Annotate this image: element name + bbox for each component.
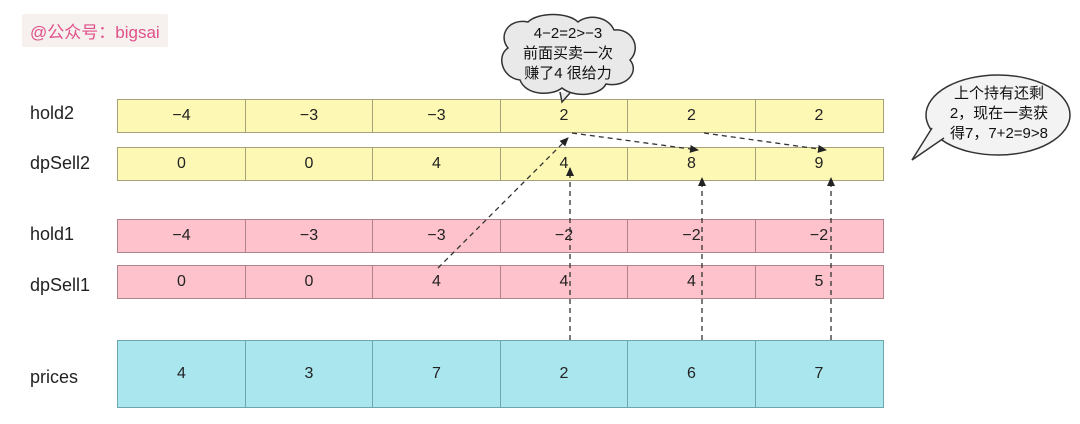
dpsell1-cell: 0 — [117, 265, 246, 299]
dpsell2-cell: 9 — [754, 147, 884, 181]
bubble-top-text: 4−2=2>−3 前面买卖一次 赚了4 很给力 — [508, 24, 628, 84]
row-label-dpsell2: dpSell2 — [30, 153, 91, 173]
prices-row: 4 3 7 2 6 7 — [117, 340, 884, 408]
bubble-right-line3: 得7，7+2=9>8 — [950, 125, 1048, 142]
dpsell2-row: 0 0 4 4 8 9 — [117, 147, 884, 181]
hold1-cell: −4 — [117, 219, 246, 253]
hold1-cell: −2 — [754, 219, 884, 253]
prices-cell: 2 — [499, 340, 629, 408]
watermark: @公众号：bigsai — [22, 14, 168, 47]
hold1-cell: −2 — [499, 219, 629, 253]
hold2-cell: −3 — [372, 99, 501, 133]
hold2-cell: 2 — [499, 99, 629, 133]
prices-cell: 7 — [754, 340, 884, 408]
dpsell2-cell: 8 — [627, 147, 756, 181]
row-label-hold2: hold2 — [30, 103, 75, 123]
prices-cell: 4 — [117, 340, 246, 408]
prices-cell: 6 — [627, 340, 756, 408]
dpsell2-cell: 4 — [372, 147, 501, 181]
bubble-right-text: 上个持有还剩 2，现在一卖获 得7，7+2=9>8 — [934, 84, 1064, 144]
row-label-hold1: hold1 — [30, 224, 75, 244]
dpsell1-cell: 4 — [627, 265, 756, 299]
hold1-row: −4 −3 −3 −2 −2 −2 — [117, 219, 884, 253]
bubble-right-line1: 上个持有还剩 — [953, 85, 1044, 102]
prices-cell: 7 — [372, 340, 501, 408]
dpsell1-cell: 0 — [244, 265, 374, 299]
dpsell2-cell: 0 — [117, 147, 246, 181]
row-label-prices: prices — [30, 367, 79, 387]
dpsell1-cell: 4 — [499, 265, 629, 299]
dpsell2-cell: 0 — [244, 147, 374, 181]
bubble-top-line1: 4−2=2>−3 — [533, 25, 603, 42]
hold1-cell: −3 — [372, 219, 501, 253]
dpsell1-cell: 4 — [372, 265, 501, 299]
hold2-cell: 2 — [627, 99, 756, 133]
bubble-top-line2: 前面买卖一次 — [522, 45, 613, 62]
prices-cell: 3 — [244, 340, 374, 408]
dpsell1-row: 0 0 4 4 4 5 — [117, 265, 884, 299]
hold2-row: −4 −3 −3 2 2 2 — [117, 99, 884, 133]
hold2-cell: −4 — [117, 99, 246, 133]
hold2-cell: −3 — [244, 99, 374, 133]
hold1-cell: −2 — [627, 219, 756, 253]
bubble-right-line2: 2，现在一卖获 — [949, 105, 1049, 122]
row-label-dpsell1: dpSell1 — [30, 275, 91, 295]
hold1-cell: −3 — [244, 219, 374, 253]
dpsell2-cell: 4 — [499, 147, 629, 181]
dpsell1-cell: 5 — [754, 265, 884, 299]
bubble-top-line3: 赚了4 很给力 — [524, 65, 612, 82]
hold2-cell: 2 — [754, 99, 884, 133]
